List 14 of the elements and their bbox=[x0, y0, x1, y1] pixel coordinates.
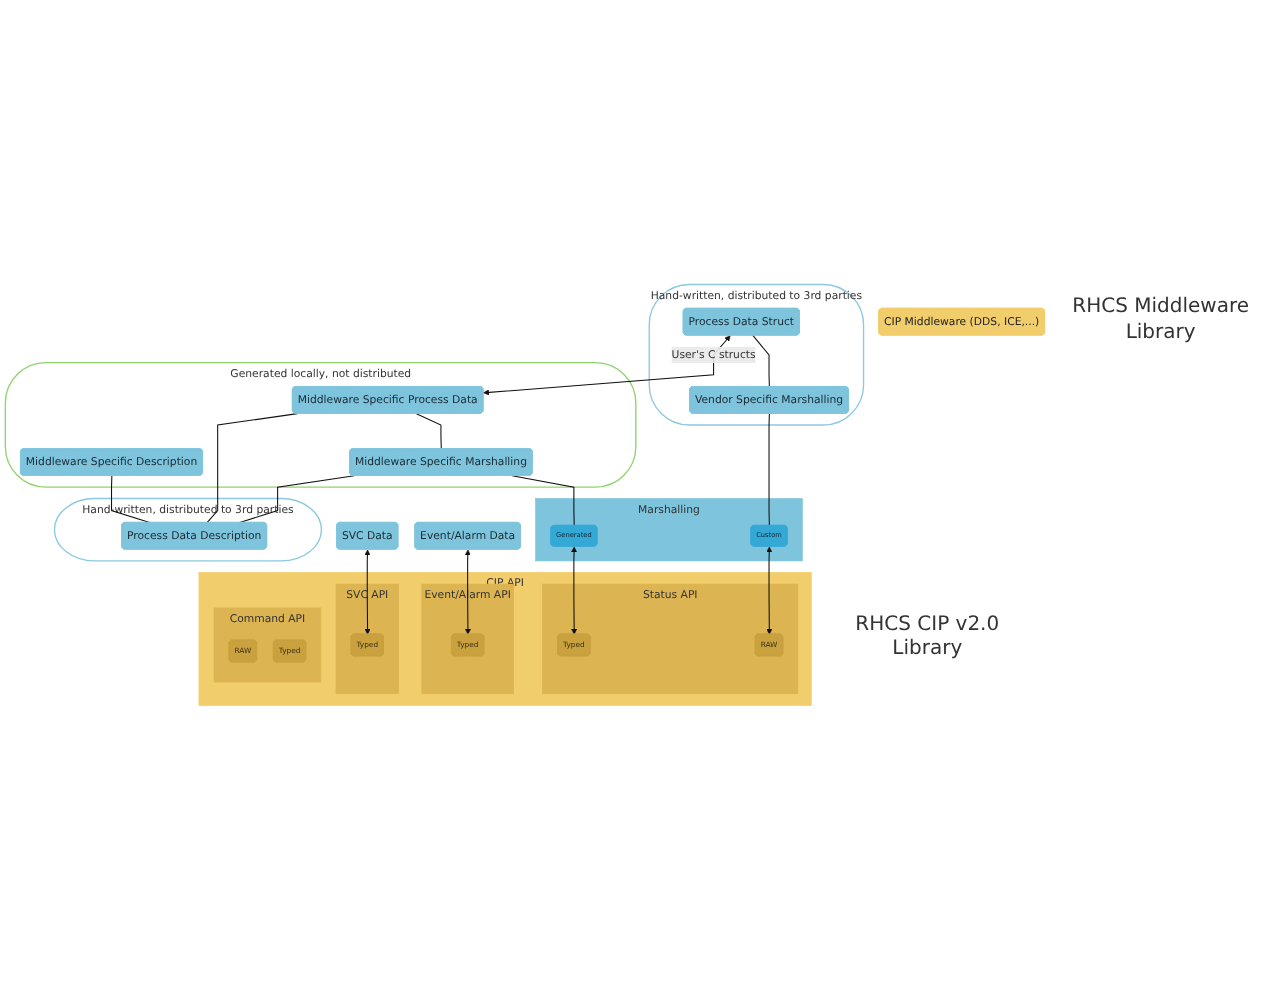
library-label: RHCS Middleware Library bbox=[1070, 296, 1251, 347]
connector bbox=[768, 413, 770, 527]
arrow bbox=[364, 549, 371, 635]
connector bbox=[111, 475, 151, 524]
arrow bbox=[571, 546, 578, 635]
arrow bbox=[464, 549, 471, 635]
connector bbox=[752, 334, 770, 388]
arrow bbox=[766, 546, 773, 635]
arrow bbox=[483, 335, 731, 396]
connector bbox=[238, 475, 355, 524]
connector bbox=[206, 413, 298, 524]
connector bbox=[511, 475, 575, 527]
connector bbox=[415, 413, 442, 450]
library-label: RHCS CIP v2.0 Library bbox=[853, 613, 1002, 664]
